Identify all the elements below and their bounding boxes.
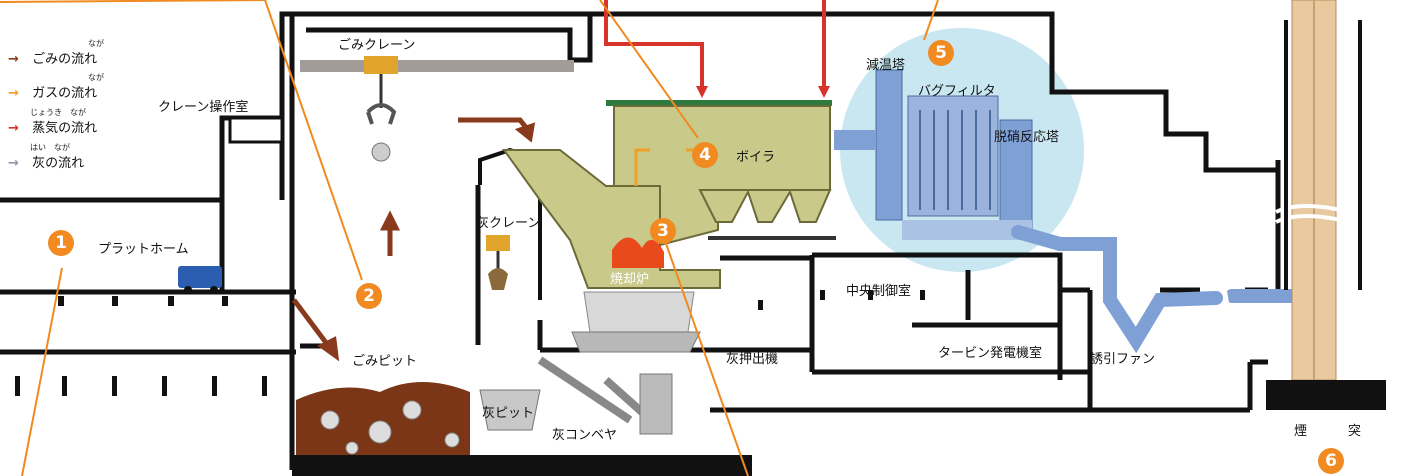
label-bag-filter: バグフィルタ [918,84,996,99]
badge-6: 6 [1318,448,1344,474]
crane-trolley [364,56,398,74]
label-induced-fan: 誘引ファン [1090,352,1156,367]
legend-garbage: → ごみの流れ [8,48,97,67]
legend-gas: → ガスの流れ [8,82,97,101]
chimney-base [1266,380,1386,410]
leader-lines [0,0,939,476]
label-cooling-tower: 減温塔 [866,58,906,73]
label-garbage-pit: ごみピット [352,354,418,369]
badge-5: 5 [928,40,954,66]
label-ash-crane: 灰クレーン [476,216,541,231]
legend-label: ごみの流れ [32,52,98,67]
label-incinerator: 焼却炉 [610,272,650,287]
legend-label: ガスの流れ [32,86,98,101]
gas-treatment-equipment [834,69,1033,240]
crane-rail [300,60,574,72]
label-ash-pit: 灰ピット [482,406,535,421]
legend-label: 蒸気の流れ [32,121,98,136]
legend-ruby-1: なが [88,39,104,48]
legend-arrow-icon: → [8,156,19,171]
building-outline [0,11,1281,470]
label-chimney-1: 煙 [1294,424,1308,439]
badge-3: 3 [650,218,676,244]
label-ash-extruder: 灰押出機 [726,352,779,367]
floor-slab [292,455,752,476]
label-chimney-2: 突 [1348,424,1362,439]
label-boiler: ボイラ [736,150,776,165]
legend-arrow-icon: → [8,86,19,101]
legend-ash: → 灰の流れ [8,152,84,171]
legend-ruby-4: はい なが [30,143,70,152]
label-garbage-crane: ごみクレーン [338,38,416,53]
steam-pipes [604,0,826,92]
legend-arrow-icon: → [8,52,19,67]
legend-label: 灰の流れ [32,156,85,171]
crane-grab [366,103,397,125]
label-crane-room: クレーン操作室 [158,100,249,115]
legend-ruby-2: なが [88,73,104,82]
label-central-control: 中央制御室 [846,284,912,299]
legend-ruby-3: じょうき なが [30,108,86,117]
badge-2: 2 [356,283,382,309]
legend-arrow-icon: → [8,121,19,136]
badge-4: 4 [692,142,718,168]
label-ash-conveyor: 灰コンベヤ [552,428,618,443]
garbage-flow-arrows [292,117,536,362]
garbage-pit-fill [296,382,470,455]
boiler-body [502,100,836,353]
label-platform: プラットホーム [98,242,189,257]
garbage-truck [178,266,222,288]
label-denitration: 脱硝反応塔 [994,130,1060,145]
label-turbine-room: タービン発電機室 [938,346,1043,361]
legend-steam: → 蒸気の流れ [8,117,97,136]
pillars [15,290,925,396]
badge-1: 1 [48,230,74,256]
